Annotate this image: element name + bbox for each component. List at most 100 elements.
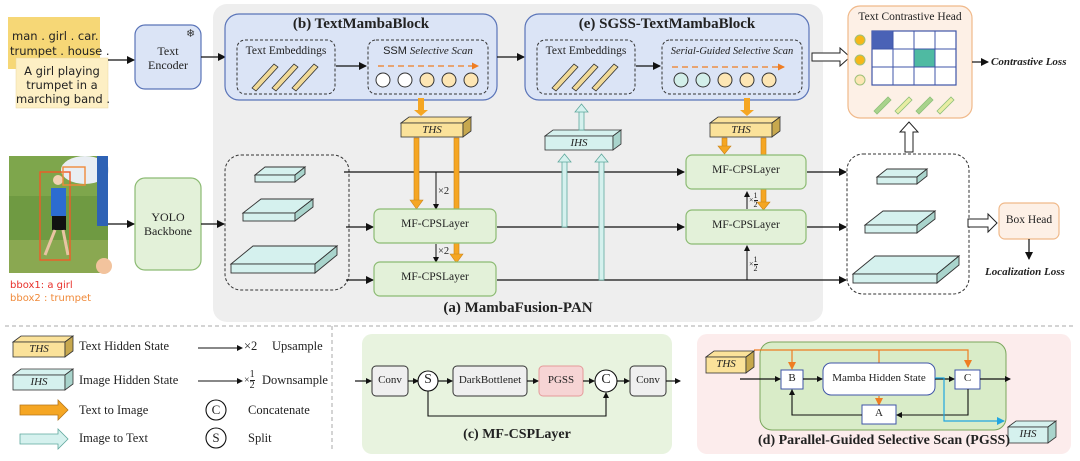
ths-label-left: THS (422, 124, 442, 136)
ihs-label-middle: IHS (570, 137, 588, 149)
downsample-num: 1 (753, 191, 758, 201)
downsample-x: × (749, 259, 754, 269)
mf-cps-layer-3 (685, 154, 807, 190)
mf-cps-layer-2-label: MF-CPSLayer (401, 271, 469, 283)
pgss-a-label: A (875, 407, 883, 419)
category-line-1: man . girl . car. (12, 29, 99, 43)
text-to-image-arrows-left (409, 137, 464, 264)
legend-text-to-image-arrow (19, 399, 69, 421)
pgss-ihs-block (1006, 420, 1058, 444)
bbox2-label: bbox2 : trumpet (10, 293, 92, 304)
legend-downsample-label: Downsample (262, 373, 328, 387)
ths-block-left (399, 98, 473, 138)
mf-cps-layer-1 (373, 208, 497, 244)
pgss-ths-label: THS (716, 358, 736, 370)
pgss-b-label: B (788, 372, 796, 384)
category-note (8, 17, 109, 109)
upsample-label-2: ×2 (438, 246, 450, 257)
input-feature-pyramid (229, 166, 339, 274)
snowflake-icon: ❄ (186, 28, 196, 40)
sgss-text-mamba-block (524, 13, 810, 101)
to-contrastive-head-arrow (811, 46, 851, 68)
mf-csp-title: (c) MF-CSPLayer (463, 427, 571, 442)
legend-split-circle (205, 427, 227, 449)
contrastive-head-title: Text Contrastive Head (858, 11, 962, 23)
legend-upsample-sym: ×2 (244, 339, 258, 353)
text-token-dots (854, 34, 866, 86)
mf-cps-layer-1-label: MF-CPSLayer (401, 218, 469, 230)
csp-split-label: S (424, 372, 432, 387)
sgss-embedding-sticks (551, 63, 619, 92)
pan-title: (a) MambaFusion-PAN (443, 300, 593, 316)
legend-downsample-x: × (244, 374, 250, 386)
legend-text-to-image: Text to Image (79, 403, 149, 417)
legend-ths-tag: THS (29, 343, 49, 355)
sgss-embeddings-label: Text Embeddings (545, 45, 627, 57)
bbox1-label: bbox1: a girl (10, 280, 73, 291)
localization-loss-label: Localization Loss (985, 266, 1065, 278)
legend-ihs-tag: IHS (30, 376, 48, 388)
csp-pgss-label: PGSS (547, 374, 575, 386)
downsample-den: 2 (753, 264, 758, 273)
legend-ihs-block (11, 368, 75, 391)
caption-line-3: marching band . (16, 92, 111, 106)
legend-concat-sym: C (211, 402, 221, 417)
legend-image-to-text-arrow (19, 428, 69, 450)
similarity-grid (871, 30, 957, 86)
yolo-label-1: YOLO (151, 210, 185, 224)
text-mamba-block-title: (b) TextMambaBlock (292, 16, 430, 32)
sgss-state-circles (673, 72, 777, 88)
yolo-label-2: Backbone (144, 224, 192, 238)
legend-split-sym: S (212, 430, 220, 445)
downsample-x: × (749, 195, 754, 205)
legend-ths-block (11, 335, 75, 358)
text-embedding-sticks (251, 63, 319, 92)
pgss-ihs-label: IHS (1019, 428, 1037, 440)
output-feature-pyramid (851, 168, 961, 284)
caption-line-2: trumpet in a (26, 78, 98, 92)
contrastive-loss-label: Contrastive Loss (991, 56, 1067, 68)
legend-downsample-den: 2 (249, 380, 255, 391)
downsample-den: 2 (753, 200, 758, 209)
legend-upsample-label: Upsample (272, 339, 323, 353)
ths-label-right: THS (731, 124, 751, 136)
ssm-state-circles (375, 72, 479, 88)
ssm-scan-label: SSM Selective Scan (368, 45, 488, 57)
sgss-scan-label: Serial-Guided Selective Scan (670, 46, 794, 57)
pgss-title: (d) Parallel-Guided Selective Scan (PGSS… (758, 433, 1010, 448)
ssm-scan-italic: Selective Scan (409, 45, 473, 57)
ihs-block-middle (543, 129, 623, 151)
upsample-label-1: ×2 (438, 186, 450, 197)
legend-downsample-num: 1 (249, 369, 255, 381)
csp-conv-1-label: Conv (378, 374, 402, 386)
pgss-c-label: C (963, 372, 972, 384)
mf-cps-layer-2 (373, 261, 497, 297)
downsample-num: 1 (753, 255, 758, 265)
legend-concatenate: Concatenate (248, 403, 310, 417)
pgss-ths-block (704, 350, 756, 374)
sgss-block-title: (e) SGSS-TextMambaBlock (578, 16, 756, 32)
text-encoder-label-2: Encoder (148, 58, 188, 72)
mf-cps-layer-3-label: MF-CPSLayer (712, 164, 780, 176)
legend-image-hidden-state: Image Hidden State (79, 373, 179, 387)
mf-cps-layer-4-label: MF-CPSLayer (712, 219, 780, 231)
mf-cps-layer-4 (685, 209, 807, 245)
ssm-prefix: SSM (383, 45, 407, 57)
input-photo (9, 156, 112, 274)
to-box-head-arrow (967, 212, 998, 234)
legend-text-hidden-state: Text Hidden State (79, 339, 170, 353)
csp-dark-label: DarkBottlenet (458, 374, 522, 386)
category-line-2: trumpet . house . (10, 44, 110, 58)
image-to-text-arrows (557, 103, 609, 281)
pgss-hidden-label: Mamba Hidden State (832, 372, 926, 384)
ths-block-right (708, 98, 782, 138)
csp-conv-2-label: Conv (636, 374, 660, 386)
box-head-label: Box Head (1005, 214, 1053, 226)
csp-concat-label: C (601, 372, 611, 387)
legend-split: Split (248, 431, 272, 445)
text-embeddings-label: Text Embeddings (245, 45, 327, 57)
